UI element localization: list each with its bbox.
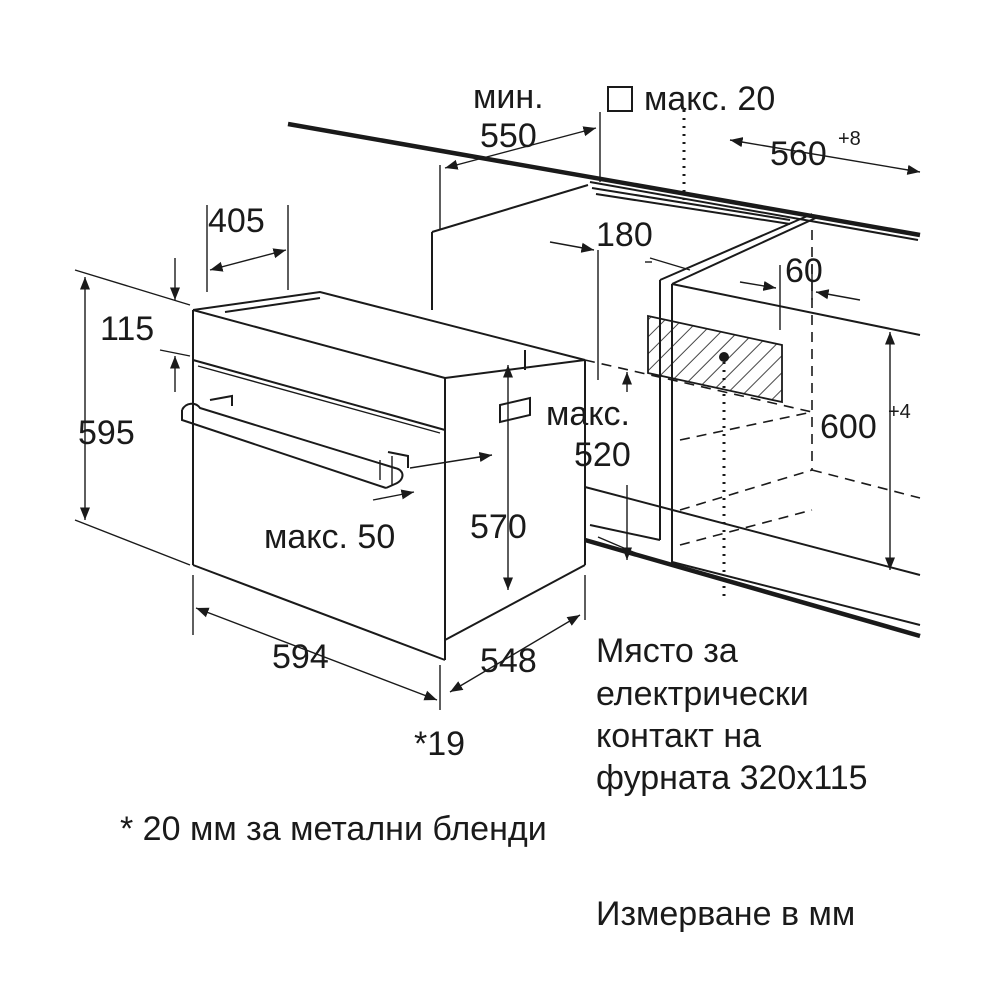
label-560: 560 bbox=[770, 135, 827, 173]
oven bbox=[181, 290, 586, 661]
label-405: 405 bbox=[208, 202, 265, 240]
label-594: 594 bbox=[272, 638, 329, 676]
label-600-tolerance: +4 bbox=[888, 401, 911, 423]
label-115: 115 bbox=[100, 310, 154, 348]
socket-note-line-4: фурната 320x115 bbox=[596, 759, 868, 797]
label-180: 180 bbox=[596, 216, 653, 254]
socket-note-line-3: контакт на bbox=[596, 717, 761, 755]
cabinet-niche bbox=[287, 121, 921, 639]
label-60: 60 bbox=[785, 252, 823, 290]
label-max: макс. bbox=[546, 395, 630, 433]
label-550: 550 bbox=[480, 117, 537, 155]
label-note19: *19 bbox=[414, 725, 465, 763]
label-600: 600 bbox=[820, 408, 877, 446]
labels: мин. 550 макс. 20 560 +8 405 180 60 115 … bbox=[78, 78, 911, 933]
label-min: мин. bbox=[473, 78, 544, 116]
label-595: 595 bbox=[78, 414, 135, 452]
label-570: 570 bbox=[470, 508, 527, 546]
socket-area bbox=[647, 314, 783, 600]
dimension-lines bbox=[74, 112, 921, 710]
label-560-tolerance: +8 bbox=[838, 128, 861, 150]
footnote: * 20 мм за метални бленди bbox=[120, 810, 547, 848]
label-520: 520 bbox=[574, 436, 631, 474]
square-icon bbox=[607, 86, 633, 112]
label-max20: макс. 20 bbox=[644, 80, 775, 118]
socket-note-line-1: Място за bbox=[596, 632, 738, 670]
label-548: 548 bbox=[480, 642, 537, 680]
label-max50: макс. 50 bbox=[264, 518, 395, 556]
socket-note-line-2: електрически bbox=[596, 675, 809, 713]
units-note: Измерване в мм bbox=[596, 895, 855, 933]
